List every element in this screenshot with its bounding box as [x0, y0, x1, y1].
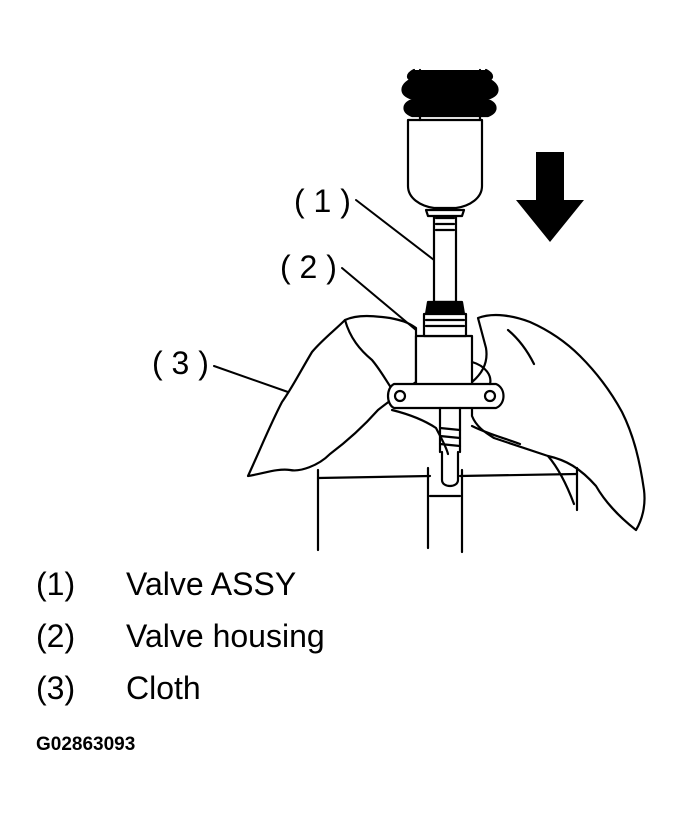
leader-1 — [355, 199, 435, 261]
valve-assy — [422, 212, 468, 338]
figure-id: G02863093 — [36, 734, 136, 755]
legend-number: (3) — [36, 670, 76, 706]
callout-3: ( 3 ) — [152, 345, 209, 381]
valve-installation-illustration: ( 1 ) ( 2 ) ( 3 ) — [152, 68, 646, 554]
valve-housing — [386, 334, 505, 488]
legend-item: (1) Valve ASSY — [36, 558, 325, 610]
chuck-tool — [401, 68, 499, 218]
callout-1: ( 1 ) — [294, 183, 351, 219]
legend-number: (1) — [36, 566, 76, 602]
vise-block — [316, 466, 579, 554]
legend-number: (2) — [36, 618, 76, 654]
callout-leaders — [213, 199, 435, 393]
legend-label: Cloth — [126, 670, 201, 706]
legend-item: (2) Valve housing — [36, 610, 325, 662]
leader-2 — [341, 267, 417, 331]
arrow-down-icon — [516, 152, 584, 242]
cloth — [246, 313, 646, 532]
legend-label: Valve housing — [126, 618, 325, 654]
leader-3 — [213, 365, 289, 393]
legend-item: (3) Cloth — [36, 662, 325, 714]
callout-2: ( 2 ) — [280, 249, 337, 285]
parts-legend: (1) Valve ASSY (2) Valve housing (3) Clo… — [36, 558, 325, 714]
legend-label: Valve ASSY — [126, 566, 297, 602]
